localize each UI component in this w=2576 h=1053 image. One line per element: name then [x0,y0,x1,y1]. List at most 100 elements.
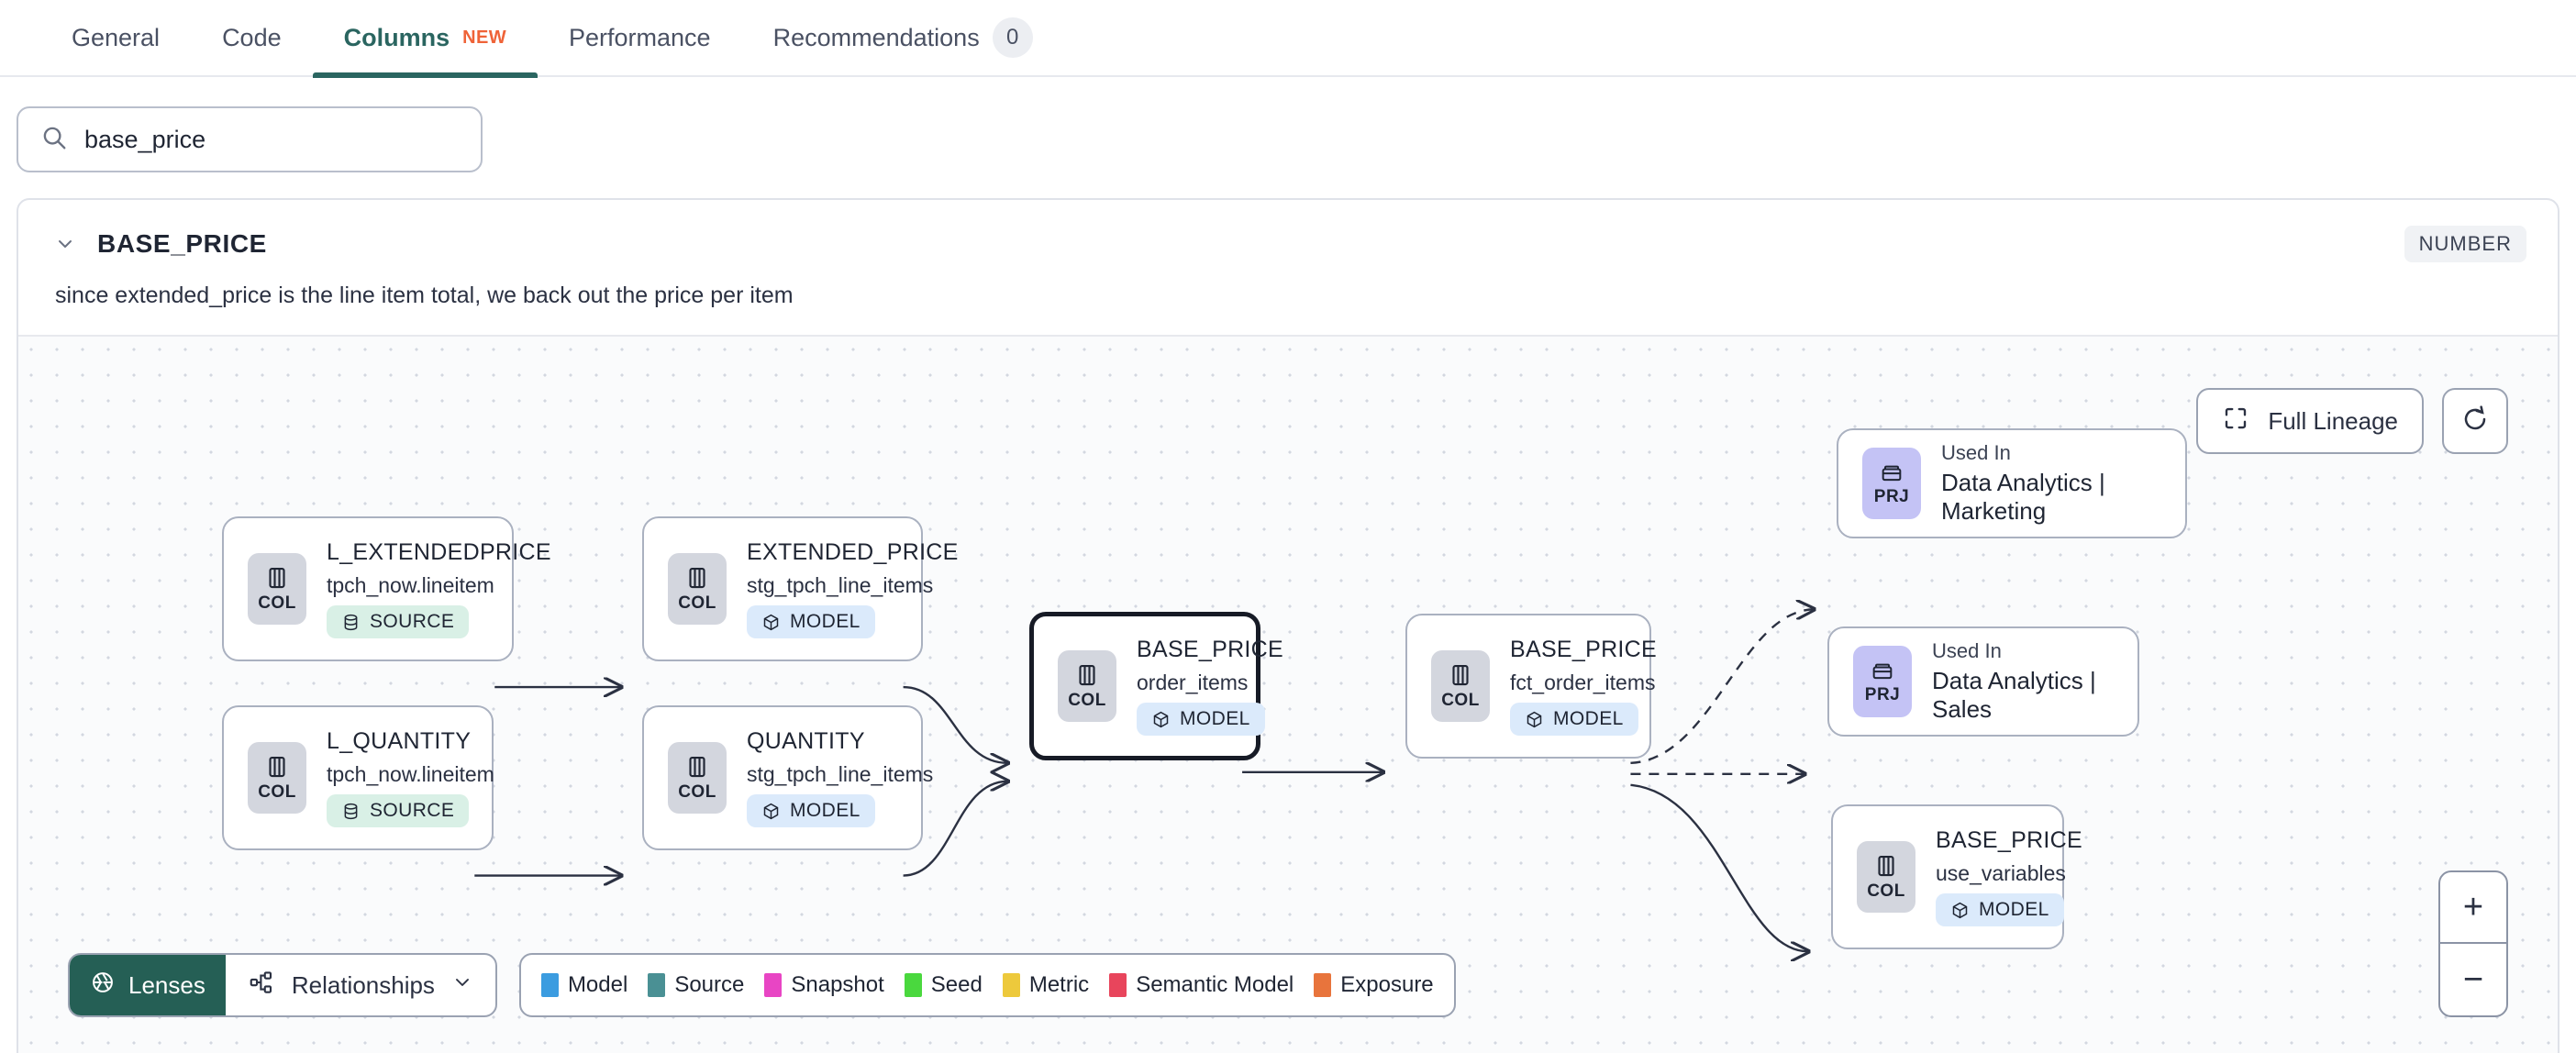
canvas-top-controls: Full Lineage [2196,388,2508,454]
full-lineage-label: Full Lineage [2268,406,2398,435]
project-icon-label: PRJ [1864,685,1901,704]
tab-new-badge: NEW [462,27,506,48]
refresh-button[interactable] [2442,388,2508,454]
search-icon [40,124,68,156]
node-kind-label: MODEL [1553,708,1624,729]
zoom-controls: + − [2438,870,2508,1017]
legend-label: Snapshot [791,972,884,997]
legend-item-model: Model [540,972,627,998]
tab-bar: General Code Columns NEW Performance Rec… [0,0,2576,78]
lineage-node-l-quantity[interactable]: COL L_QUANTITY tpch_now.lineitem SOURCE [222,705,494,850]
chevron-down-icon [451,971,473,1000]
node-kind-label: MODEL [790,800,861,821]
column-icon: COL [668,742,727,814]
tab-label: Columns [343,23,450,51]
lineage-legend: Model Source Snapshot Seed Metric [518,953,1456,1017]
chevron-down-icon[interactable] [50,233,81,255]
legend-item-exposure: Exposure [1314,972,1434,998]
lineage-node-l-extendedprice[interactable]: COL L_EXTENDEDPRICE tpch_now.lineitem SO… [222,516,551,661]
legend-swatch [1002,973,1020,997]
tab-performance[interactable]: Performance [538,0,742,76]
column-icon: COL [248,553,306,625]
cube-icon [763,803,779,819]
canvas-bottom-controls: Lenses Relationships [68,953,1456,1017]
project-icon: PRJ [1853,646,1912,717]
column-icon-label: COL [1441,691,1480,710]
column-icon-label: COL [678,593,716,613]
aperture-icon [90,970,116,1002]
tab-label: Performance [569,23,711,51]
node-kind-label: SOURCE [370,800,455,821]
lenses-group: Lenses Relationships [68,953,497,1017]
expand-corners-icon [2222,405,2249,438]
lineage-node-base-price-use-variables[interactable]: COL BASE_PRICE use_variables MODEL [1831,804,2082,949]
tab-recommendations[interactable]: Recommendations 0 [742,0,1064,76]
legend-item-snapshot: Snapshot [764,972,884,998]
cube-icon [763,614,779,630]
node-kind-label: MODEL [790,611,861,632]
legend-swatch [648,973,666,997]
lineage-node-project-sales[interactable]: PRJ Used In Data Analytics | Sales [1827,626,2139,737]
lenses-button[interactable]: Lenses [70,955,226,1015]
relationships-button[interactable]: Relationships [226,955,495,1015]
column-icon-label: COL [258,782,296,802]
cube-icon [1527,711,1542,727]
node-kind-badge: MODEL [1137,703,1265,736]
lineage-node-project-marketing[interactable]: PRJ Used In Data Analytics | Marketing [1837,428,2187,538]
legend-swatch [1109,973,1127,997]
legend-label: Seed [930,972,983,997]
column-icon: COL [1431,650,1490,722]
legend-label: Metric [1028,972,1090,997]
column-icon-label: COL [1068,691,1106,710]
lineage-canvas[interactable]: COL L_EXTENDEDPRICE tpch_now.lineitem SO… [18,335,2558,1053]
node-used-in-label: Used In [1941,441,2011,464]
legend-label: Source [674,972,745,997]
node-kind-badge: MODEL [1936,893,2064,926]
search-input[interactable]: base_price [17,106,483,172]
node-title: QUANTITY [747,728,865,754]
node-kind-badge: SOURCE [327,605,470,638]
legend-swatch [764,973,783,997]
node-subtitle: stg_tpch_line_items [747,762,934,786]
tab-code[interactable]: Code [191,0,313,76]
page-title: BASE_PRICE [97,229,267,258]
lenses-label: Lenses [128,970,205,999]
lineage-node-base-price-order-items[interactable]: COL BASE_PRICE order_items MODEL [1029,612,1283,760]
node-kind-label: SOURCE [370,611,455,632]
node-subtitle: order_items [1137,671,1249,694]
node-title: BASE_PRICE [1510,637,1658,662]
node-used-in-label: Used In [1932,639,2002,662]
legend-label: Semantic Model [1136,972,1294,997]
tab-columns[interactable]: Columns NEW [312,0,539,78]
column-icon: COL [668,553,727,625]
legend-label: Exposure [1340,972,1434,997]
node-subtitle: tpch_now.lineitem [327,573,494,597]
relationships-label: Relationships [291,970,435,999]
tab-general[interactable]: General [40,0,191,76]
node-title: EXTENDED_PRICE [747,539,959,565]
column-icon: COL [1857,841,1915,913]
node-title: BASE_PRICE [1936,827,2083,853]
refresh-icon [2460,405,2490,438]
node-title: L_EXTENDEDPRICE [327,539,551,565]
legend-item-semantic-model: Semantic Model [1109,972,1294,998]
zoom-in-button[interactable]: + [2440,872,2506,944]
lineage-node-quantity[interactable]: COL QUANTITY stg_tpch_line_items MODEL [642,705,933,850]
full-lineage-button[interactable]: Full Lineage [2196,388,2424,454]
node-subtitle: stg_tpch_line_items [747,573,934,597]
column-icon: COL [1058,650,1116,722]
node-subtitle: use_variables [1936,861,2066,885]
zoom-out-button[interactable]: − [2462,959,2484,999]
lineage-edges [474,337,2558,1053]
project-icon-label: PRJ [1873,487,1910,506]
column-icon-label: COL [258,593,296,613]
lineage-node-base-price-fct-order-items[interactable]: COL BASE_PRICE fct_order_items MODEL [1405,614,1657,759]
column-header: BASE_PRICE NUMBER [18,200,2558,262]
legend-swatch [540,973,559,997]
tab-label: Code [222,23,282,51]
search-area: base_price [0,77,2576,198]
node-kind-label: MODEL [1180,708,1250,729]
lineage-node-extended-price[interactable]: COL EXTENDED_PRICE stg_tpch_line_items M… [642,516,958,661]
database-icon [344,614,358,630]
relationships-icon [248,969,275,1003]
